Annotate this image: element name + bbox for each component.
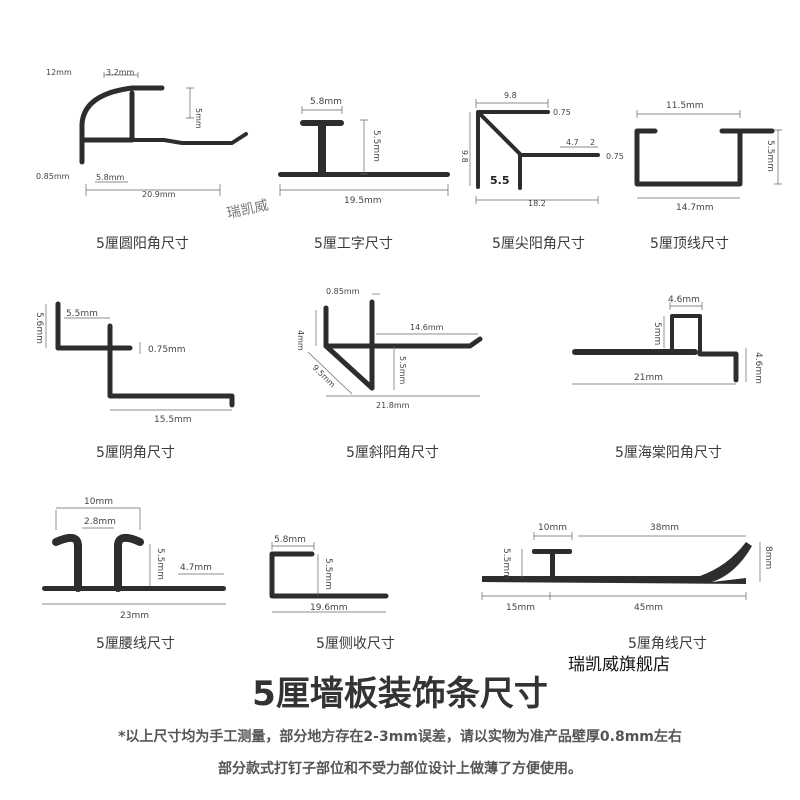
caption: 5厘斜阳角尺寸 xyxy=(346,445,439,461)
dim-label: 4.7 xyxy=(566,138,579,147)
dim-label: 2.8mm xyxy=(84,517,116,527)
dim-label: 4.6mm xyxy=(668,295,700,305)
dim-label: 5.5mm xyxy=(323,558,333,590)
note-line-1: *以上尺寸均为手工测量，部分地方存在2-3mm误差，请以实物为准产品壁厚0.8m… xyxy=(118,728,682,745)
dim-label: 4mm xyxy=(296,330,305,351)
profile-side-trim: 5.8mm 5.5mm 19.6mm 5厘侧收尺寸 xyxy=(269,535,395,652)
caption: 5厘角线尺寸 xyxy=(628,636,707,652)
dim-label: 5mm xyxy=(194,108,203,129)
dim-label: 5.5mm xyxy=(765,140,775,172)
profile-angle-line: 10mm 38mm 5.5mm 8mm 15mm 45mm 5厘角线尺寸 xyxy=(481,523,773,652)
dim-label: 0.85mm xyxy=(326,287,360,296)
profile-begonia-outside-corner: 4.6mm 5mm 4.6mm 21mm 5厘海棠阳角尺寸 xyxy=(572,295,763,461)
dim-label: 14.7mm xyxy=(676,203,714,213)
caption: 5厘腰线尺寸 xyxy=(96,636,175,652)
caption: 5厘阴角尺寸 xyxy=(96,445,175,461)
dim-label: 23mm xyxy=(120,611,149,621)
dim-label: 8mm xyxy=(763,546,773,569)
profile-shape xyxy=(55,301,133,351)
profile-shape xyxy=(114,533,144,592)
dim-label: 5mm xyxy=(652,322,662,345)
note-line-2: 部分款式打钉子部位和不受力部位设计上做薄了方便使用。 xyxy=(218,760,582,777)
profile-shape xyxy=(482,542,752,584)
profile-shape xyxy=(369,336,483,349)
profile-shape xyxy=(572,349,698,355)
watermark-text: 瑞凯威 xyxy=(226,198,270,222)
caption: 5厘顶线尺寸 xyxy=(650,236,729,252)
dim-label: 5.5 xyxy=(490,174,510,187)
profile-shape xyxy=(278,172,450,177)
dim-label: 15mm xyxy=(506,603,535,613)
dim-label: 9.8 xyxy=(460,150,469,163)
store-label: 瑞凯威旗舰店 xyxy=(568,655,670,675)
profile-round-outside-corner: 12mm 3.2mm 5mm 0.85mm 5.8mm 20.9mm 5厘圆阳角… xyxy=(36,68,248,252)
dim-label: 0.75 xyxy=(553,108,571,117)
profile-shape xyxy=(634,128,775,187)
dim-label: 45mm xyxy=(634,603,663,613)
dim-label: 5.5mm xyxy=(66,309,98,319)
profile-shape xyxy=(130,132,248,145)
dim-label: 5.8mm xyxy=(274,535,306,545)
dim-label: 19.5mm xyxy=(344,196,382,206)
profile-shape xyxy=(323,343,375,391)
profile-shape xyxy=(670,314,702,356)
profile-waist-line: 10mm 2.8mm 5.5mm 4.7mm 23mm 5厘腰线尺寸 xyxy=(42,497,226,652)
caption: 5厘尖阳角尺寸 xyxy=(492,236,585,252)
profile-shape xyxy=(42,586,226,591)
dim-label: 21.8mm xyxy=(376,401,410,410)
profile-bevel-outside-corner: 0.85mm 4mm 14.6mm 9.5mm 5.5mm 21.8mm 5厘斜… xyxy=(296,287,483,461)
dim-label: 5.8mm xyxy=(310,97,342,107)
page-title: 5厘墙板装饰条尺寸 xyxy=(252,674,548,714)
caption: 5厘侧收尺寸 xyxy=(316,636,395,652)
profile-shape xyxy=(269,551,389,599)
profile-shape xyxy=(79,85,165,165)
caption: 5厘海棠阳角尺寸 xyxy=(615,445,722,461)
dim-label: 9.8 xyxy=(504,91,517,100)
dim-label: 5.8mm xyxy=(96,173,125,182)
dim-label: 4.7mm xyxy=(180,563,212,573)
dim-label: 38mm xyxy=(650,523,679,533)
profile-shape xyxy=(79,90,135,143)
profile-sharp-outside-corner: 9.8 0.75 9.8 4.7 2 0.75 5.5 18.2 5厘尖阳角尺寸 xyxy=(460,91,624,252)
profile-shape xyxy=(697,351,739,383)
caption: 5厘圆阳角尺寸 xyxy=(96,236,189,252)
dim-label: 12mm xyxy=(46,68,72,77)
dim-label: 18.2 xyxy=(528,199,546,208)
dim-label: 10mm xyxy=(84,497,113,507)
dim-label: 19.6mm xyxy=(310,603,348,613)
profile-i-beam: 5.8mm 5.5mm 19.5mm 5厘工字尺寸 xyxy=(278,97,450,252)
profile-top-line: 11.5mm 5.5mm 14.7mm 5厘顶线尺寸 xyxy=(634,101,782,252)
dim-label: 4.6mm xyxy=(753,352,763,384)
dim-label: 2 xyxy=(590,138,595,147)
dim-label: 0.75 xyxy=(606,152,624,161)
dim-label: 5.5mm xyxy=(398,356,407,385)
dim-label: 20.9mm xyxy=(142,190,176,199)
dim-label: 15.5mm xyxy=(154,415,192,425)
profile-shape xyxy=(476,110,550,189)
profile-shape xyxy=(52,533,82,592)
profile-shape xyxy=(318,120,326,176)
profile-shape xyxy=(550,549,555,579)
dim-label: 5.5mm xyxy=(501,548,511,580)
caption: 5厘工字尺寸 xyxy=(314,236,393,252)
dim-label: 14.6mm xyxy=(410,323,444,332)
dim-label: 11.5mm xyxy=(666,101,704,111)
profile-inside-corner: 5.6mm 5.5mm 0.75mm 15.5mm 5厘阴角尺寸 xyxy=(34,301,235,461)
dim-label: 5.6mm xyxy=(34,312,44,344)
dim-label: 0.75mm xyxy=(148,345,186,355)
dim-label: 5.5mm xyxy=(155,548,165,580)
dim-label: 5.5mm xyxy=(371,130,381,162)
dim-label: 3.2mm xyxy=(106,68,135,77)
dim-label: 10mm xyxy=(538,523,567,533)
dim-label: 21mm xyxy=(634,373,663,383)
dim-label: 0.85mm xyxy=(36,172,70,181)
profile-shape xyxy=(107,323,235,408)
